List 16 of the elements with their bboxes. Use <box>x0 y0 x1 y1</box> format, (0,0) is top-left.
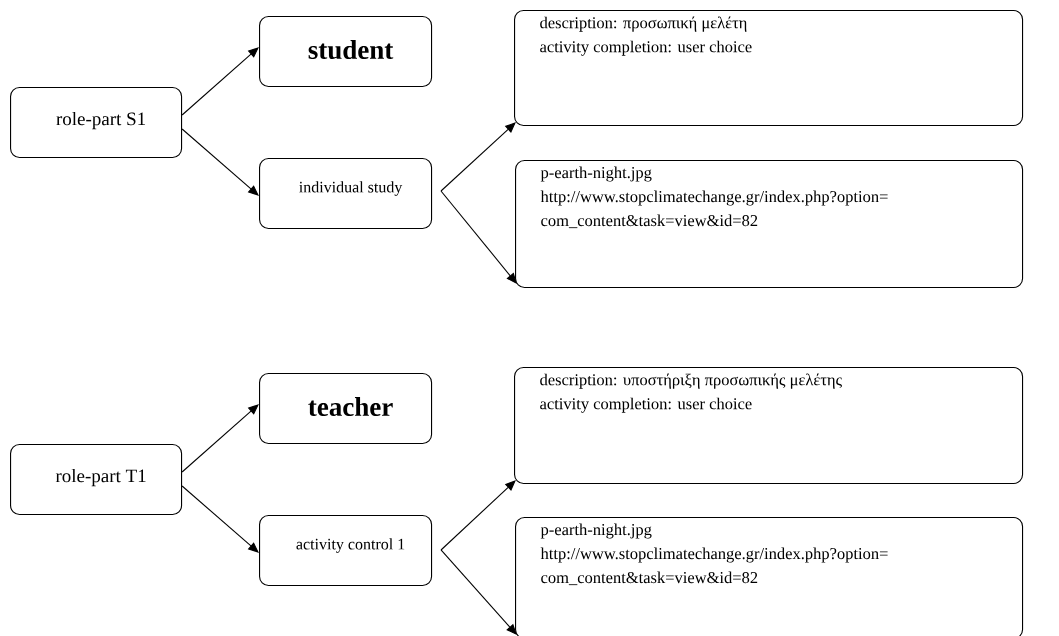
role-title-box: teacher <box>259 373 433 445</box>
activity-box: individual study <box>259 158 433 230</box>
arrow <box>440 122 516 192</box>
role-box: role-part S1 <box>10 87 183 159</box>
details-box: description: υποστήριξη προσωπικής μελέτης activity completion: user choice <box>514 366 1024 485</box>
role-title-box: student <box>259 16 433 88</box>
arrow <box>181 47 259 116</box>
arrow <box>181 404 259 473</box>
details-box: p-earth-night.jpg http://www.stopclimatechange.gr/index.php?option= com_content&task=view&id=82 <box>515 517 1024 636</box>
role-box: role-part T1 <box>10 444 183 516</box>
arrow <box>181 128 259 196</box>
details-box: p-earth-night.jpg http://www.stopclimatechange.gr/index.php?option= com_content&task=view&id=82 <box>515 160 1024 289</box>
details-box: description: προσωπική μελέτη activity completion: user choice <box>514 10 1024 127</box>
activity-box: activity control 1 <box>259 515 433 587</box>
arrow <box>440 480 516 551</box>
arrow <box>181 485 259 553</box>
